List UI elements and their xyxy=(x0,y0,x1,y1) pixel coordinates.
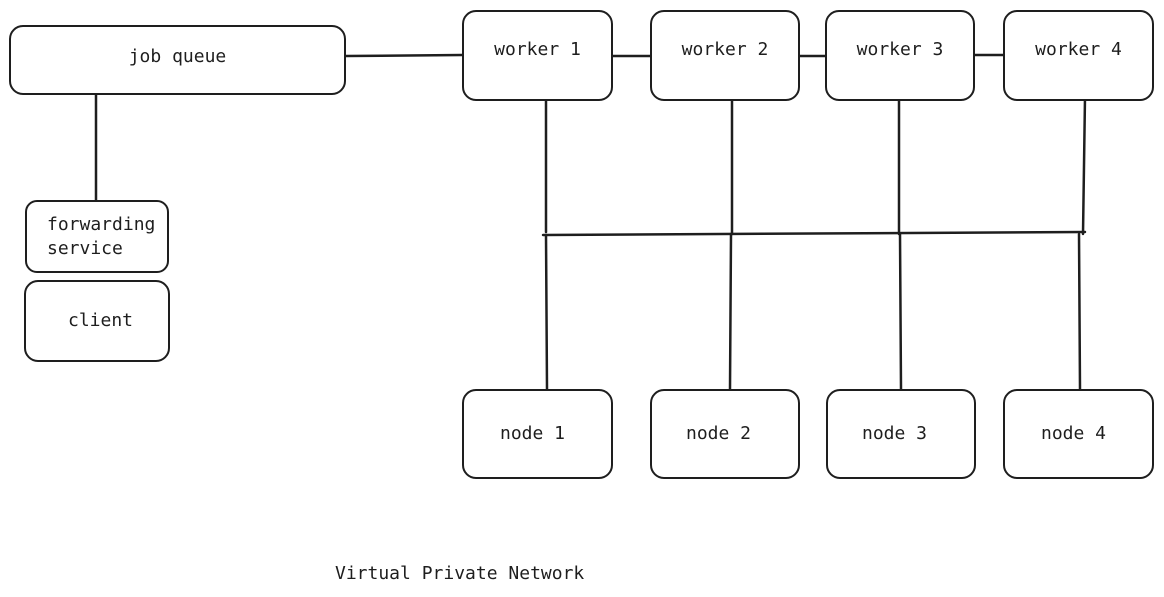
forwarding-service-label: forwarding service xyxy=(47,213,156,259)
node-3-label: node 3 xyxy=(862,423,928,444)
job-queue-box: job queue xyxy=(9,25,346,95)
forwarding-service-box: forwarding service xyxy=(25,200,169,273)
rise-node2 xyxy=(728,232,733,391)
shared-bus xyxy=(541,230,1087,237)
rise-node1 xyxy=(544,233,549,391)
node-2-label: node 2 xyxy=(686,423,752,444)
job-queue-label: job queue xyxy=(128,46,227,67)
node-1-label: node 1 xyxy=(500,423,566,444)
edge-queue-worker1 xyxy=(344,53,464,58)
rise-node4 xyxy=(1077,232,1082,391)
node-4-box: node 4 xyxy=(1003,389,1154,479)
node-4-label: node 4 xyxy=(1041,423,1107,444)
worker-4-box: worker 4 xyxy=(1003,10,1154,101)
node-1-box: node 1 xyxy=(462,389,613,479)
worker-1-box: worker 1 xyxy=(462,10,613,101)
rise-node3 xyxy=(898,232,903,391)
node-2-box: node 2 xyxy=(650,389,800,479)
worker-2-label: worker 2 xyxy=(681,38,769,60)
network-caption: Virtual Private Network xyxy=(335,563,585,584)
client-label: client xyxy=(68,310,134,331)
worker-1-label: worker 1 xyxy=(494,38,581,60)
client-box: client xyxy=(24,280,170,362)
worker-2-box: worker 2 xyxy=(650,10,800,101)
worker-3-box: worker 3 xyxy=(825,10,975,101)
worker-3-label: worker 3 xyxy=(856,38,944,60)
drop-worker4 xyxy=(1081,95,1087,236)
worker-4-label: worker 4 xyxy=(1035,38,1122,60)
node-3-box: node 3 xyxy=(826,389,976,479)
